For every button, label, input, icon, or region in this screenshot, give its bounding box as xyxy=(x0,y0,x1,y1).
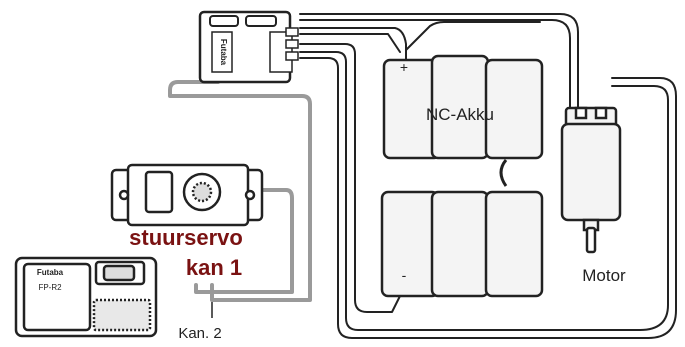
servo-output-gear xyxy=(191,181,213,203)
wiring xyxy=(168,13,677,339)
receiver xyxy=(14,256,158,338)
motor xyxy=(560,106,622,254)
servo-label: stuurservo xyxy=(129,225,243,250)
wire-servo-to-receiver xyxy=(194,188,294,294)
battery-plus-terminal: + xyxy=(400,59,408,75)
battery-minus-terminal: - xyxy=(402,267,407,283)
battery-cell-link xyxy=(499,159,508,187)
receiver-brand-logo: Futaba xyxy=(37,268,64,277)
steering-servo xyxy=(110,163,264,227)
battery-pack xyxy=(380,54,544,298)
wire-controller-to-motor-top xyxy=(299,13,579,111)
battery-row-top xyxy=(382,54,544,160)
servo-channel-label: kan 1 xyxy=(186,255,242,280)
channel2-label: Kan. 2 xyxy=(178,325,221,342)
wire-controller-to-battery-plus xyxy=(299,27,407,61)
wire-controller-to-battery-minus xyxy=(299,43,403,313)
controller-brand-logo: Futaba xyxy=(219,39,228,66)
motor-label: Motor xyxy=(582,266,626,285)
receiver-model-logo: FP-R2 xyxy=(38,283,62,292)
battery-row-bottom xyxy=(380,190,544,298)
wire-controller-to-receiver xyxy=(168,80,312,302)
speed-controller: Futaba xyxy=(198,10,299,84)
battery-label: NC-Akku xyxy=(426,105,494,124)
